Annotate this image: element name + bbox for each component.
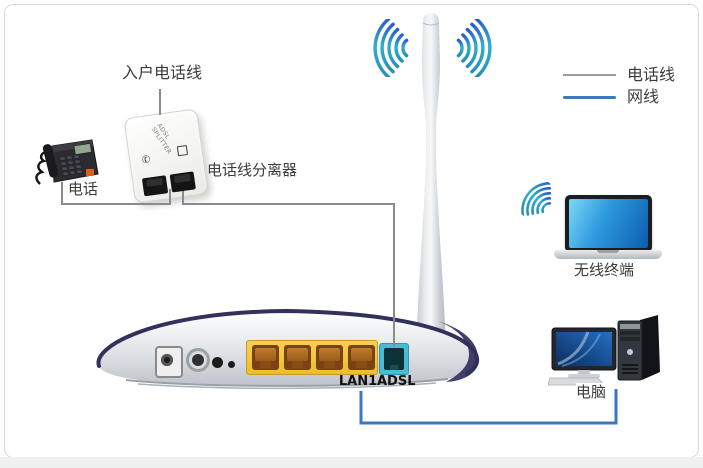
power-button	[186, 348, 210, 372]
lan3-port	[284, 345, 311, 370]
power-jack	[155, 346, 183, 378]
page-bottom-strip	[0, 457, 703, 468]
wireless-terminal-label: 无线终端	[574, 261, 635, 279]
laptop-display	[569, 199, 648, 248]
lan1-port	[348, 345, 375, 370]
wifi-waves-left-icon	[373, 19, 409, 77]
reset-button	[212, 357, 223, 368]
phone-to-splitter-cable	[61, 182, 171, 205]
lan2-port	[316, 345, 343, 370]
legend-phone-line-swatch	[563, 74, 616, 76]
telephone-label: 电话	[68, 180, 99, 198]
adsl-port-label: ADSL	[377, 374, 416, 389]
wifi-waves-laptop-icon	[521, 181, 552, 217]
legend-phone-line-label: 电话线	[627, 65, 676, 84]
splitter-label: 电话线分离器	[207, 161, 298, 179]
laptop-base	[554, 250, 662, 259]
legend-network-cable-label: 网线	[627, 87, 660, 106]
lan-port-panel	[246, 340, 378, 375]
lan1-port-label: LAN1	[338, 374, 378, 389]
router-antenna	[416, 13, 446, 336]
splitter-to-adsl-cable	[182, 191, 395, 347]
incoming-phone-line-label: 入户电话线	[122, 63, 203, 82]
legend-network-cable-swatch	[563, 96, 616, 99]
lan1-to-computer-cable	[359, 389, 618, 425]
wifi-waves-right-icon	[456, 19, 492, 77]
laptop-illustration	[565, 195, 652, 252]
desktop-computer-illustration	[548, 315, 660, 386]
lan4-port	[252, 345, 279, 370]
wps-button	[228, 361, 235, 368]
telephone-illustration	[35, 139, 99, 185]
computer-label: 电脑	[576, 383, 607, 401]
